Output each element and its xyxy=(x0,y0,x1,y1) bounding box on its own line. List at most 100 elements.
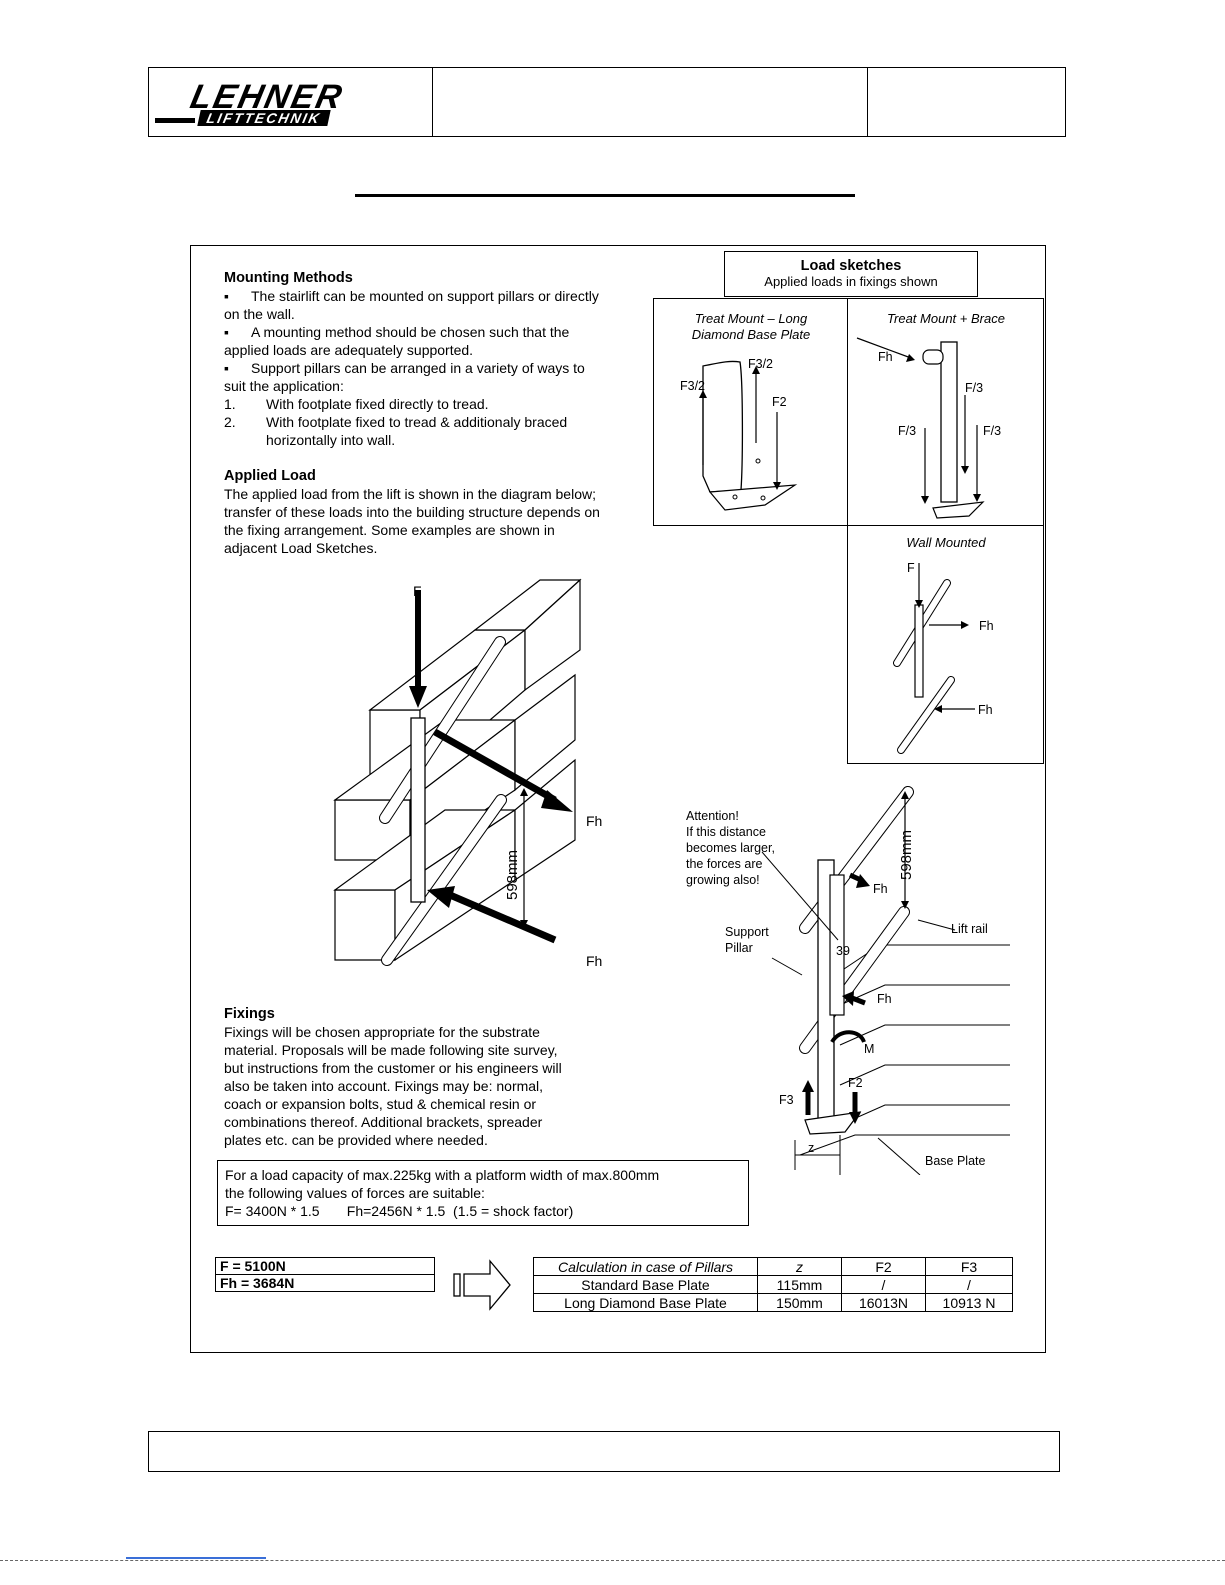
bullet-2: A mounting method should be chosen such … xyxy=(251,324,570,340)
page-header: LEHNER LIFTTECHNIK xyxy=(148,67,1066,137)
sketch-2-label-f3: F/3 xyxy=(965,381,984,395)
fixings-line: coach or expansion bolts, stud & chemica… xyxy=(224,1096,537,1112)
pillar-label-z: z xyxy=(808,1141,815,1155)
wall-mount-diagram xyxy=(333,578,582,966)
calc-cell: 16013N xyxy=(841,1293,926,1312)
sketch-2-drawing xyxy=(856,337,985,519)
bullet-2b: applied loads are adequately supported. xyxy=(224,342,474,358)
dim-39: 39 xyxy=(836,944,850,958)
calc-cell: 115mm xyxy=(757,1275,842,1294)
sketches-subtitle: Applied loads in fixings shown xyxy=(764,274,938,289)
fixings-line: material. Proposals will be made followi… xyxy=(224,1042,558,1058)
capacity-line: F= 3400N * 1.5 Fh=2456N * 1.5 (1.5 = sho… xyxy=(225,1203,574,1219)
fixings-line: plates etc. can be provided where needed… xyxy=(224,1132,488,1148)
logo-sub: LIFTTECHNIK xyxy=(197,110,331,126)
header-divider xyxy=(432,68,433,136)
table-row: Calculation in case of Pillars z F2 F3 xyxy=(533,1257,1013,1276)
capacity-line: the following values of forces are suita… xyxy=(225,1185,485,1201)
wall-label-f: F xyxy=(413,583,422,599)
sketch-2-title: Treat Mount + Brace xyxy=(887,311,1005,326)
sketch-3-title: Wall Mounted xyxy=(906,535,986,550)
calc-header: F3 xyxy=(925,1257,1013,1276)
sketch-panel-wall xyxy=(847,525,1044,764)
sketch-2-label-fh: Fh xyxy=(878,350,893,364)
item-2: With footplate fixed to tread & addition… xyxy=(266,414,568,430)
attn-line: becomes larger, xyxy=(686,841,775,855)
applied-line: adjacent Load Sketches. xyxy=(224,540,378,556)
calc-table: Calculation in case of Pillars z F2 F3 S… xyxy=(533,1257,1013,1312)
bullet-3: Support pillars can be arranged in a var… xyxy=(251,360,585,376)
hollow-arrow-icon xyxy=(453,1259,511,1311)
moment-label: M xyxy=(864,1042,875,1056)
fixings-line: Fixings will be chosen appropriate for t… xyxy=(224,1024,540,1040)
applied-line: The applied load from the lift is shown … xyxy=(224,486,596,502)
calc-cell: 10913 N xyxy=(925,1293,1013,1312)
table-row: Standard Base Plate 115mm / / xyxy=(533,1275,1013,1294)
table-row: Long Diamond Base Plate 150mm 16013N 109… xyxy=(533,1293,1013,1312)
pillar-label-fh: Fh xyxy=(873,882,888,896)
calc-cell: / xyxy=(841,1275,926,1294)
wall-dim: 598mm xyxy=(482,808,521,900)
bullet-1b: on the wall. xyxy=(224,306,295,322)
bullet-3b: suit the application: xyxy=(224,378,344,394)
sketch-divider xyxy=(847,298,848,526)
sketch-1-title-a: Treat Mount – Long xyxy=(694,311,808,326)
fixings-line: but instructions from the customer or hi… xyxy=(224,1060,562,1076)
link-underline xyxy=(126,1557,266,1559)
sketch-1-label-f32: F3/2 xyxy=(680,379,706,393)
sketch-1-drawing xyxy=(699,360,798,511)
applied-title: Applied Load xyxy=(224,468,316,484)
applied-line: transfer of these loads into the buildin… xyxy=(224,504,600,520)
attn-line: growing also! xyxy=(686,873,760,887)
mounting-methods: Mounting Methods ▪The stairlift can be m… xyxy=(224,269,654,449)
wall-dim-label: 598mm xyxy=(504,849,521,900)
fixings-line: also be taken into account. Fixings may … xyxy=(224,1078,544,1094)
pillar-dim: 598mm xyxy=(898,829,915,880)
content-frame xyxy=(190,245,1046,1353)
logo-stripe xyxy=(155,118,195,123)
sketch-1-label-f32: F3/2 xyxy=(748,357,774,371)
item-num: 2. xyxy=(224,414,236,430)
title-rule xyxy=(355,194,855,197)
applied-line: the fixing arrangement. Some examples ar… xyxy=(224,522,555,538)
capacity-box: For a load capacity of max.225kg with a … xyxy=(217,1160,749,1226)
support-pillar-label: Support Pillar xyxy=(725,924,769,956)
applied-load: Applied Load The applied load from the l… xyxy=(224,467,654,557)
pillar-label-f3: F3 xyxy=(779,1093,794,1107)
capacity-line: For a load capacity of max.225kg with a … xyxy=(225,1167,660,1183)
sketches-title: Load sketches xyxy=(800,258,902,274)
sketch-3-drawing xyxy=(893,563,975,754)
page-break-line xyxy=(0,1560,1225,1561)
sketch-3-label-f: F xyxy=(907,561,915,575)
support-line: Support xyxy=(725,925,769,939)
calc-cell: / xyxy=(925,1275,1013,1294)
force-fh: Fh = 3684N xyxy=(215,1274,435,1292)
mounting-title: Mounting Methods xyxy=(224,270,353,286)
sketch-1-title-b: Diamond Base Plate xyxy=(691,327,811,342)
page-footer xyxy=(148,1431,1060,1472)
calc-cell: Standard Base Plate xyxy=(533,1275,758,1294)
calc-cell: Long Diamond Base Plate xyxy=(533,1293,758,1312)
attention-note: Attention! If this distance becomes larg… xyxy=(686,808,775,888)
load-sketches-box: Load sketches Applied loads in fixings s… xyxy=(724,251,978,297)
calc-header: z xyxy=(757,1257,842,1276)
pillar-label-fh: Fh xyxy=(877,992,892,1006)
sketch-2-label-f3: F/3 xyxy=(898,424,917,438)
header-divider xyxy=(867,68,868,136)
support-line: Pillar xyxy=(725,941,753,955)
calc-header: F2 xyxy=(841,1257,926,1276)
sketch-1-title: Treat Mount – Long Diamond Base Plate xyxy=(655,311,847,343)
item-2b: horizontally into wall. xyxy=(266,432,396,448)
fixings-line: combinations thereof. Additional bracket… xyxy=(224,1114,543,1130)
bullet-1: The stairlift can be mounted on support … xyxy=(251,288,599,304)
wall-label-fh: Fh xyxy=(586,813,603,829)
sketch-3-label-fh: Fh xyxy=(979,619,994,633)
item-num: 1. xyxy=(224,396,236,412)
fixings: Fixings Fixings will be chosen appropria… xyxy=(224,1005,624,1149)
lift-rail-label: Lift rail xyxy=(951,922,988,936)
calc-cell: 150mm xyxy=(757,1293,842,1312)
wall-label-fh: Fh xyxy=(586,953,603,969)
pillar-label-f2: F2 xyxy=(848,1076,863,1090)
fixings-title: Fixings xyxy=(224,1006,275,1022)
sketch-2-label-f3: F/3 xyxy=(983,424,1002,438)
